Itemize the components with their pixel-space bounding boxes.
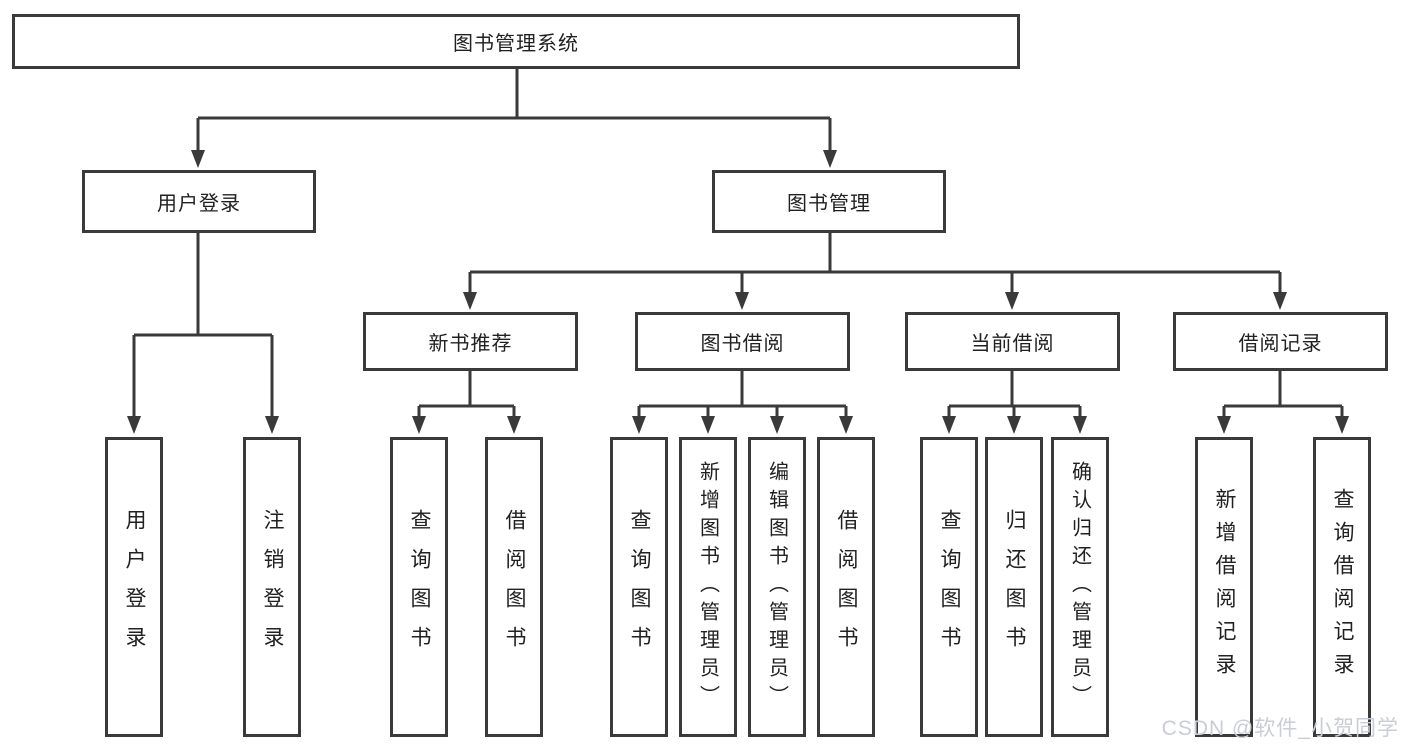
leaf-borrow-books-recommend: 借阅图书 [485, 437, 543, 737]
node-borrowing-records-label: 借阅记录 [1238, 333, 1323, 355]
leaf-edit-books-admin-label: 编辑图书（管理员） [765, 461, 788, 713]
node-book-management-label: 图书管理 [787, 193, 871, 215]
leaf-search-borrow-record: 查询借阅记录 [1313, 437, 1371, 737]
leaf-user-login-label: 用户登录 [123, 509, 146, 665]
leaf-add-borrow-record: 新增借阅记录 [1195, 437, 1253, 737]
leaf-edit-books-admin: 编辑图书（管理员） [748, 437, 806, 737]
leaf-borrow-books-recommend-label: 借阅图书 [503, 509, 526, 665]
leaf-search-books-borrowing-label: 查询图书 [628, 509, 651, 665]
leaf-add-borrow-record-label: 新增借阅记录 [1213, 488, 1236, 686]
node-borrowing-records: 借阅记录 [1173, 312, 1388, 371]
leaf-search-books-recommend: 查询图书 [390, 437, 448, 737]
leaf-confirm-return-admin-label: 确认归还（管理员） [1068, 461, 1091, 713]
leaf-confirm-return-admin: 确认归还（管理员） [1051, 437, 1109, 737]
node-book-borrowing-label: 图书借阅 [700, 333, 785, 355]
csdn-watermark: CSDN @软件_小贺同学 [1161, 717, 1399, 740]
root-node-label: 图书管理系统 [453, 33, 579, 55]
leaf-logout: 注销登录 [243, 437, 301, 737]
node-new-book-recommendation-label: 新书推荐 [428, 333, 513, 355]
leaf-return-books: 归还图书 [985, 437, 1043, 737]
node-user-login-label: 用户登录 [157, 193, 241, 215]
leaf-add-books-admin-label: 新增图书（管理员） [696, 461, 719, 713]
leaf-search-books-current: 查询图书 [920, 437, 978, 737]
leaf-borrow-books-borrowing-label: 借阅图书 [835, 509, 858, 665]
leaf-search-books-recommend-label: 查询图书 [408, 509, 431, 665]
node-current-borrowing-label: 当前借阅 [970, 333, 1055, 355]
leaf-return-books-label: 归还图书 [1003, 509, 1026, 665]
node-user-login: 用户登录 [82, 170, 316, 233]
node-book-management: 图书管理 [712, 170, 946, 233]
node-current-borrowing: 当前借阅 [905, 312, 1120, 371]
node-book-borrowing: 图书借阅 [635, 312, 850, 371]
root-node-library-system: 图书管理系统 [12, 14, 1020, 69]
leaf-borrow-books-borrowing: 借阅图书 [817, 437, 875, 737]
leaf-add-books-admin: 新增图书（管理员） [679, 437, 737, 737]
leaf-logout-label: 注销登录 [261, 509, 284, 665]
leaf-search-books-current-label: 查询图书 [938, 509, 961, 665]
leaf-search-borrow-record-label: 查询借阅记录 [1331, 488, 1354, 686]
node-new-book-recommendation: 新书推荐 [363, 312, 578, 371]
leaf-search-books-borrowing: 查询图书 [610, 437, 668, 737]
leaf-user-login: 用户登录 [105, 437, 163, 737]
